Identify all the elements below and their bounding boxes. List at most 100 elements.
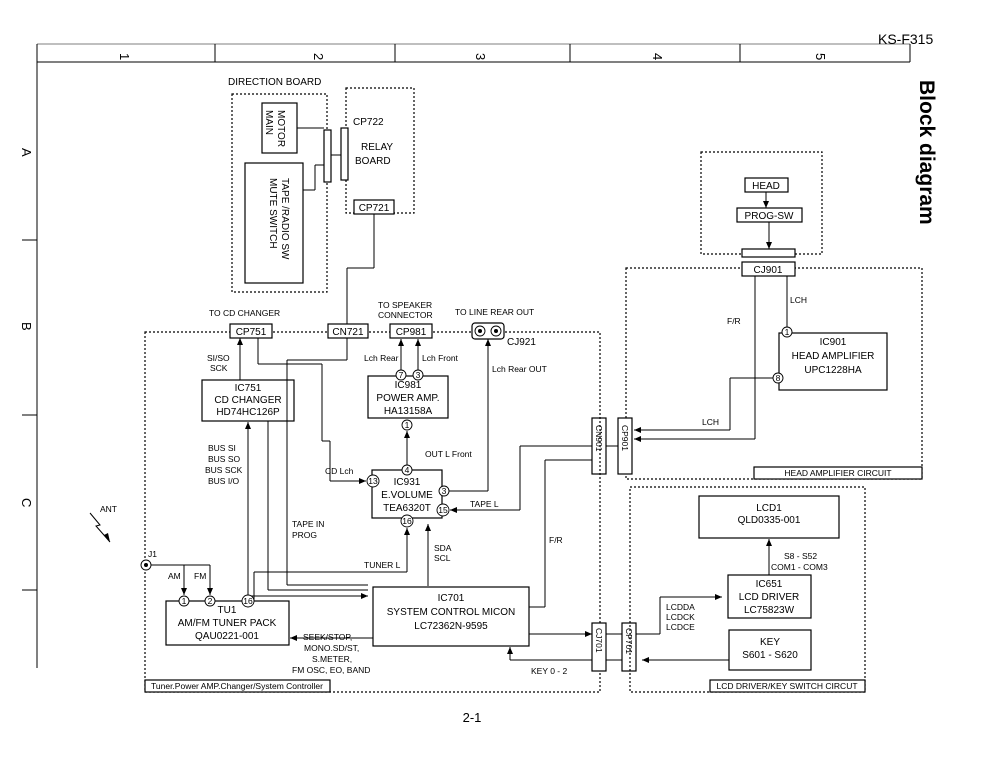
prog-label: PROG bbox=[292, 530, 317, 540]
tuner-l-label: TUNER L bbox=[364, 560, 401, 570]
tu1-name: TU1 bbox=[218, 605, 237, 616]
sda-label: SDA bbox=[434, 543, 452, 553]
tape-in-label: TAPE IN bbox=[292, 519, 324, 529]
tu1-pin2 bbox=[204, 595, 216, 607]
model-number: KS-F315 bbox=[878, 31, 933, 47]
mute-switch-line2: TAPE /RADIO SW bbox=[279, 178, 290, 260]
ic901-function: HEAD AMPLIFIER bbox=[792, 351, 875, 362]
lcd1-block bbox=[698, 495, 840, 539]
grid-col-3: 3 bbox=[473, 53, 488, 60]
ic931-pin15 bbox=[436, 503, 450, 517]
antenna-icon bbox=[89, 512, 111, 543]
bus-sck-label: BUS SCK bbox=[205, 465, 243, 475]
ic931-pin13 bbox=[366, 474, 380, 488]
tu1-part: QAU0221-001 bbox=[195, 631, 259, 642]
grid-row-c: C bbox=[19, 498, 34, 507]
cp981-label: CP981 bbox=[396, 327, 427, 338]
page-number: 2-1 bbox=[463, 710, 482, 725]
cj901-connector bbox=[741, 261, 796, 277]
ic931-pin4 bbox=[401, 464, 413, 476]
ic751-part: HD74HC126P bbox=[216, 407, 280, 418]
ic701-function: SYSTEM CONTROL MICON bbox=[387, 607, 516, 618]
ic931-pin13-label: 13 bbox=[368, 476, 378, 486]
tu1-function: AM/FM TUNER PACK bbox=[178, 618, 277, 629]
key-name: KEY bbox=[760, 637, 780, 648]
lcdck-label: LCDCK bbox=[666, 612, 695, 622]
ic901-block bbox=[778, 332, 888, 391]
ant-label: ANT bbox=[100, 504, 117, 514]
tu1-pin1-label: 1 bbox=[182, 596, 187, 606]
main-motor-line1: MAIN bbox=[263, 110, 274, 135]
dir-board-connector bbox=[323, 129, 332, 183]
lch-label-1: LCH bbox=[790, 295, 807, 305]
grid-col-4: 4 bbox=[650, 53, 665, 60]
ic931-pin4-label: 4 bbox=[405, 465, 410, 475]
key-block bbox=[728, 629, 812, 671]
bus-so-label: BUS SO bbox=[208, 454, 241, 464]
bus-si-label: BUS SI bbox=[208, 443, 236, 453]
ic651-name: IC651 bbox=[756, 579, 783, 590]
head-amp-region-label: HEAD AMPLIFIER CIRCUIT bbox=[784, 468, 891, 478]
cp981-connector bbox=[389, 323, 433, 339]
ic981-pin7-label: 7 bbox=[399, 370, 404, 380]
main-circuit-region bbox=[144, 331, 601, 693]
ic651-function: LCD DRIVER bbox=[739, 592, 800, 603]
sck-label: SCK bbox=[210, 363, 228, 373]
ic651-part: LC75823W bbox=[744, 605, 795, 616]
ic981-part: HA13158A bbox=[384, 406, 433, 417]
lch-rear-label: Lch Rear bbox=[364, 353, 399, 363]
ic751-block bbox=[201, 379, 295, 422]
lcdce-label: LCDCE bbox=[666, 622, 695, 632]
cp751-label: CP751 bbox=[236, 327, 267, 338]
lch-rear-out-label: Lch Rear OUT bbox=[492, 364, 547, 374]
main-motor-line2: MOTOR bbox=[275, 110, 286, 147]
cp901-label: CP901 bbox=[620, 425, 630, 451]
mute-switch-line1: MUTE SWITCH bbox=[267, 178, 278, 249]
lch-front-label: Lch Front bbox=[422, 353, 459, 363]
ic981-pin1-label: 1 bbox=[405, 420, 410, 430]
grid-row-b: B bbox=[19, 322, 34, 331]
cp751-connector bbox=[229, 323, 273, 339]
ic701-part: LC72362N-9595 bbox=[414, 621, 488, 632]
out-l-front-label: OUT L Front bbox=[425, 449, 472, 459]
to-cd-changer-label: TO CD CHANGER bbox=[209, 308, 280, 318]
lch-label-2: LCH bbox=[702, 417, 719, 427]
s-range-label: S8 - S52 bbox=[784, 551, 817, 561]
fr-label-1: F/R bbox=[727, 316, 741, 326]
cp722-label: CP722 bbox=[353, 117, 384, 128]
ic981-block bbox=[367, 375, 449, 419]
seek-line4: FM OSC, EO, BAND bbox=[292, 665, 370, 675]
cj701-label: CJ701 bbox=[594, 628, 604, 653]
tu1-pin16 bbox=[241, 594, 255, 608]
fm-label: FM bbox=[194, 571, 206, 581]
key-range: S601 - S620 bbox=[742, 650, 798, 661]
grid-col-5: 5 bbox=[813, 53, 828, 60]
seek-line1: SEEK/STOP, bbox=[303, 632, 352, 642]
ic931-name: IC931 bbox=[394, 477, 421, 488]
cn901-label: CN901 bbox=[594, 425, 604, 452]
head-region bbox=[700, 151, 823, 255]
cn721-label: CN721 bbox=[332, 327, 364, 338]
tape-l-label: TAPE L bbox=[470, 499, 499, 509]
seek-line2: MONO.SD/ST, bbox=[304, 643, 359, 653]
ic981-function: POWER AMP. bbox=[376, 393, 439, 404]
head-connector bbox=[741, 248, 796, 258]
ic981-pin3-label: 3 bbox=[416, 370, 421, 380]
ic901-pin1 bbox=[781, 326, 793, 338]
to-line-rear-label: TO LINE REAR OUT bbox=[455, 307, 534, 317]
lcdda-label: LCDDA bbox=[666, 602, 695, 612]
cp721-label: CP721 bbox=[359, 203, 390, 214]
tu1-pin1 bbox=[178, 595, 190, 607]
lcd1-part: QLD0335-001 bbox=[738, 515, 801, 526]
main-circuit-label-box bbox=[144, 679, 331, 693]
ic651-block bbox=[727, 574, 812, 619]
grid-frame bbox=[22, 43, 911, 668]
lcd1-name: LCD1 bbox=[756, 503, 782, 514]
cj901-label: CJ901 bbox=[754, 265, 783, 276]
mute-switch-block bbox=[244, 162, 304, 284]
cp701-connector bbox=[621, 622, 637, 672]
bus-io-label: BUS I/O bbox=[208, 476, 240, 486]
main-circuit-label: Tuner.Power AMP.Changer/System Controlle… bbox=[151, 681, 323, 691]
ic901-pin8-label: 8 bbox=[776, 373, 781, 383]
